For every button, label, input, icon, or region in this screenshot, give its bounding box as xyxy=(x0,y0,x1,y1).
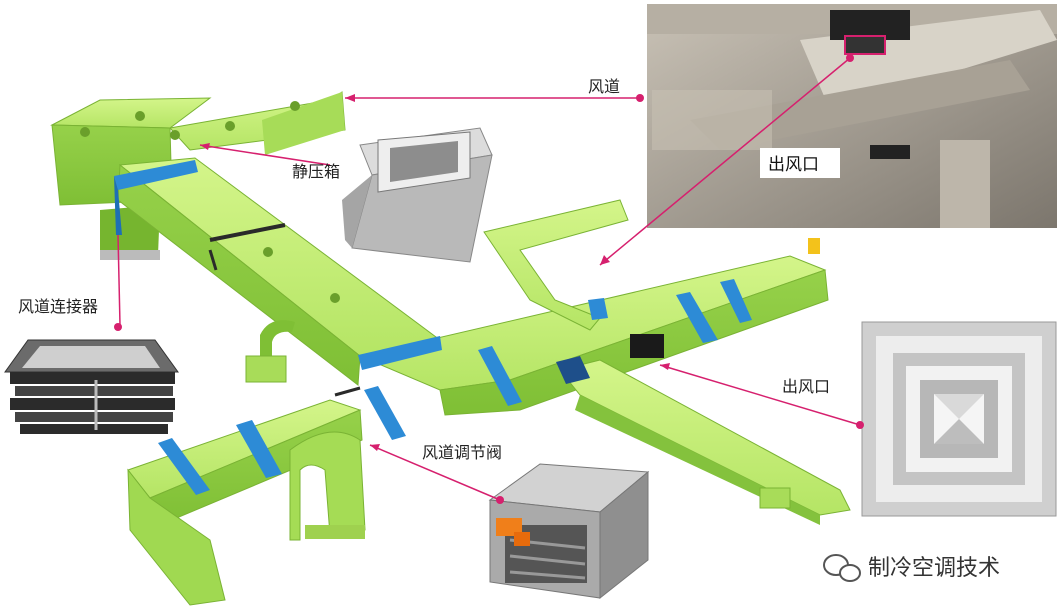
damper-product xyxy=(488,463,650,600)
brand-text: 制冷空调技术 xyxy=(868,556,1000,581)
label-duct-connector: 风道连接器 xyxy=(18,297,98,316)
label-damper: 风道调节阀 xyxy=(422,443,502,462)
duct-network xyxy=(50,91,851,606)
label-duct: 风道 xyxy=(588,77,620,96)
leader-damper xyxy=(369,444,501,501)
plenum-box-product xyxy=(342,127,493,263)
ceiling-diffuser-product xyxy=(861,321,1057,517)
duct-connector-product xyxy=(4,339,179,434)
ceiling-photo xyxy=(647,4,1057,228)
outlet-photo-label: 出风口 xyxy=(768,155,819,175)
leader-lines xyxy=(117,57,861,501)
leader-connector xyxy=(117,234,121,326)
wechat-icon xyxy=(823,554,861,582)
leader-plenum xyxy=(199,144,331,166)
leader-outlet xyxy=(659,364,861,426)
leader-dots xyxy=(114,54,864,504)
label-plenum-box: 静压箱 xyxy=(292,162,340,181)
label-outlet: 出风口 xyxy=(782,377,830,396)
leader-photo-outlet xyxy=(599,57,851,266)
